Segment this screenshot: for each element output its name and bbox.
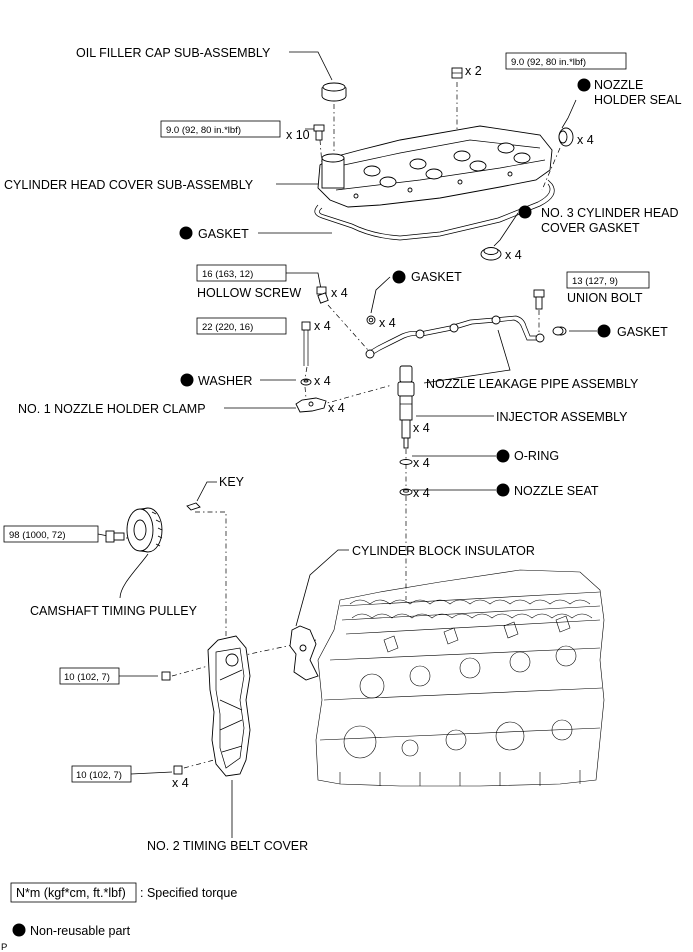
torque-spec-union-bolt: 13 (127, 9) xyxy=(566,271,650,289)
svg-text:13 (127, 9): 13 (127, 9) xyxy=(572,276,618,287)
label-o-ring: O-RING xyxy=(514,449,559,463)
cover-gasket-part xyxy=(314,179,555,241)
svg-text:22 (220, 16): 22 (220, 16) xyxy=(202,322,253,333)
label-hollow-screw: HOLLOW SCREW xyxy=(197,286,301,300)
svg-text:16 (163, 12): 16 (163, 12) xyxy=(202,269,253,280)
label-cylinder-block-insulator: CYLINDER BLOCK INSULATOR xyxy=(352,544,535,558)
svg-text:98 (1000, 72): 98 (1000, 72) xyxy=(9,530,66,541)
cylinder-head-cover xyxy=(317,125,553,208)
label-nozzle-holder-seal-2: HOLDER SEAL xyxy=(594,93,682,107)
svg-text:10 (102, 7): 10 (102, 7) xyxy=(64,672,110,683)
qty-pipe-gasket: x 4 xyxy=(379,316,396,330)
pipe-gasket-part xyxy=(366,315,376,325)
union-bolt-part xyxy=(533,289,545,310)
torque-spec-belt-cover-bolt-2: 10 (102, 7) xyxy=(71,765,132,783)
label-gasket-cover: GASKET xyxy=(198,227,249,241)
svg-text:9.0 (92, 80 in.*lbf): 9.0 (92, 80 in.*lbf) xyxy=(166,125,241,136)
qty-washer: x 4 xyxy=(314,374,331,388)
oil-filler-cap xyxy=(321,82,347,102)
o-ring-part xyxy=(399,459,413,465)
label-no2-timing-belt-cover: NO. 2 TIMING BELT COVER xyxy=(147,839,308,853)
svg-text:9.0 (92, 80 in.*lbf): 9.0 (92, 80 in.*lbf) xyxy=(511,57,586,68)
qty-nozzle-holder-seal: x 4 xyxy=(577,133,594,147)
washer-part xyxy=(300,378,312,386)
nozzle-holder-seal-part xyxy=(558,127,574,147)
label-cylinder-head-cover: CYLINDER HEAD COVER SUB-ASSEMBLY xyxy=(4,178,254,192)
engine-block-illustration xyxy=(315,569,605,787)
qty-clamp: x 4 xyxy=(328,401,345,415)
qty-cover-nut: x 2 xyxy=(465,64,482,78)
label-nozzle-seat: NOZZLE SEAT xyxy=(514,484,599,498)
legend-torque: N*m (kgf*cm, ft.*lbf) : Specified torque xyxy=(10,882,237,903)
cover-nut xyxy=(451,67,463,79)
label-gasket-union: GASKET xyxy=(617,325,668,339)
qty-cover-bolt: x 10 xyxy=(286,128,310,142)
injector-part xyxy=(397,365,415,449)
qty-no3-gasket: x 4 xyxy=(505,248,522,262)
label-oil-filler-cap: OIL FILLER CAP SUB-ASSEMBLY xyxy=(76,46,271,60)
nozzle-seat-part xyxy=(399,488,413,496)
label-washer: WASHER xyxy=(198,374,252,388)
qty-injector: x 4 xyxy=(413,421,430,435)
legend-torque-box-text: N*m (kgf*cm, ft.*lbf) xyxy=(16,886,126,900)
no3-gasket-part xyxy=(480,247,502,261)
pulley-bolt-part xyxy=(105,530,125,543)
svg-text:10 (102, 7): 10 (102, 7) xyxy=(76,770,122,781)
cover-bolt xyxy=(313,124,325,141)
nozzle-holder-clamp-part xyxy=(295,397,327,413)
qty-nozzle-seat: x 4 xyxy=(413,486,430,500)
label-no3-gasket-1: NO. 3 CYLINDER HEAD xyxy=(541,206,679,220)
no2-timing-belt-cover-part xyxy=(207,635,251,777)
torque-spec-belt-cover-bolt-1: 10 (102, 7) xyxy=(59,667,120,685)
label-no1-nozzle-holder-clamp: NO. 1 NOZZLE HOLDER CLAMP xyxy=(18,402,206,416)
torque-spec-hollow-screw: 16 (163, 12) xyxy=(196,264,287,282)
qty-clamp-bolt: x 4 xyxy=(314,319,331,333)
label-camshaft-timing-pulley: CAMSHAFT TIMING PULLEY xyxy=(30,604,198,618)
qty-hollow-screw: x 4 xyxy=(331,286,348,300)
clamp-bolt-stud xyxy=(301,321,311,366)
torque-spec-clamp-bolt: 22 (220, 16) xyxy=(196,317,287,335)
legend-non-reusable: Non-reusable part xyxy=(30,924,131,938)
belt-cover-bolt-2-part xyxy=(173,765,183,775)
non-reusable-markers xyxy=(12,78,611,937)
union-gasket-part xyxy=(552,326,567,336)
label-no3-gasket-2: COVER GASKET xyxy=(541,221,640,235)
torque-spec-pulley-bolt: 98 (1000, 72) xyxy=(3,525,99,543)
torque-spec-cover-bolt: 9.0 (92, 80 in.*lbf) xyxy=(160,120,281,138)
hollow-screw-part xyxy=(316,286,329,304)
corner-mark: P xyxy=(1,942,7,952)
nozzle-leakage-pipe xyxy=(365,315,545,359)
qty-o-ring: x 4 xyxy=(413,456,430,470)
label-key: KEY xyxy=(219,475,245,489)
legend-torque-text: : Specified torque xyxy=(140,886,237,900)
label-nozzle-holder-seal-1: NOZZLE xyxy=(594,78,643,92)
label-injector-assembly: INJECTOR ASSEMBLY xyxy=(496,410,628,424)
camshaft-timing-pulley-part xyxy=(126,507,163,553)
torque-spec-cover-nut: 9.0 (92, 80 in.*lbf) xyxy=(505,52,627,70)
legend-non-reusable-text: Non-reusable part xyxy=(30,924,131,938)
belt-cover-bolt-1-part xyxy=(161,671,171,681)
label-nozzle-leakage-pipe: NOZZLE LEAKAGE PIPE ASSEMBLY xyxy=(426,377,639,391)
leader-lines xyxy=(97,51,597,838)
key-part xyxy=(186,502,201,511)
label-union-bolt: UNION BOLT xyxy=(567,291,643,305)
label-gasket-pipe: GASKET xyxy=(411,270,462,284)
cylinder-block-insulator-part xyxy=(289,625,319,681)
qty-belt-cover-bolt: x 4 xyxy=(172,776,189,790)
